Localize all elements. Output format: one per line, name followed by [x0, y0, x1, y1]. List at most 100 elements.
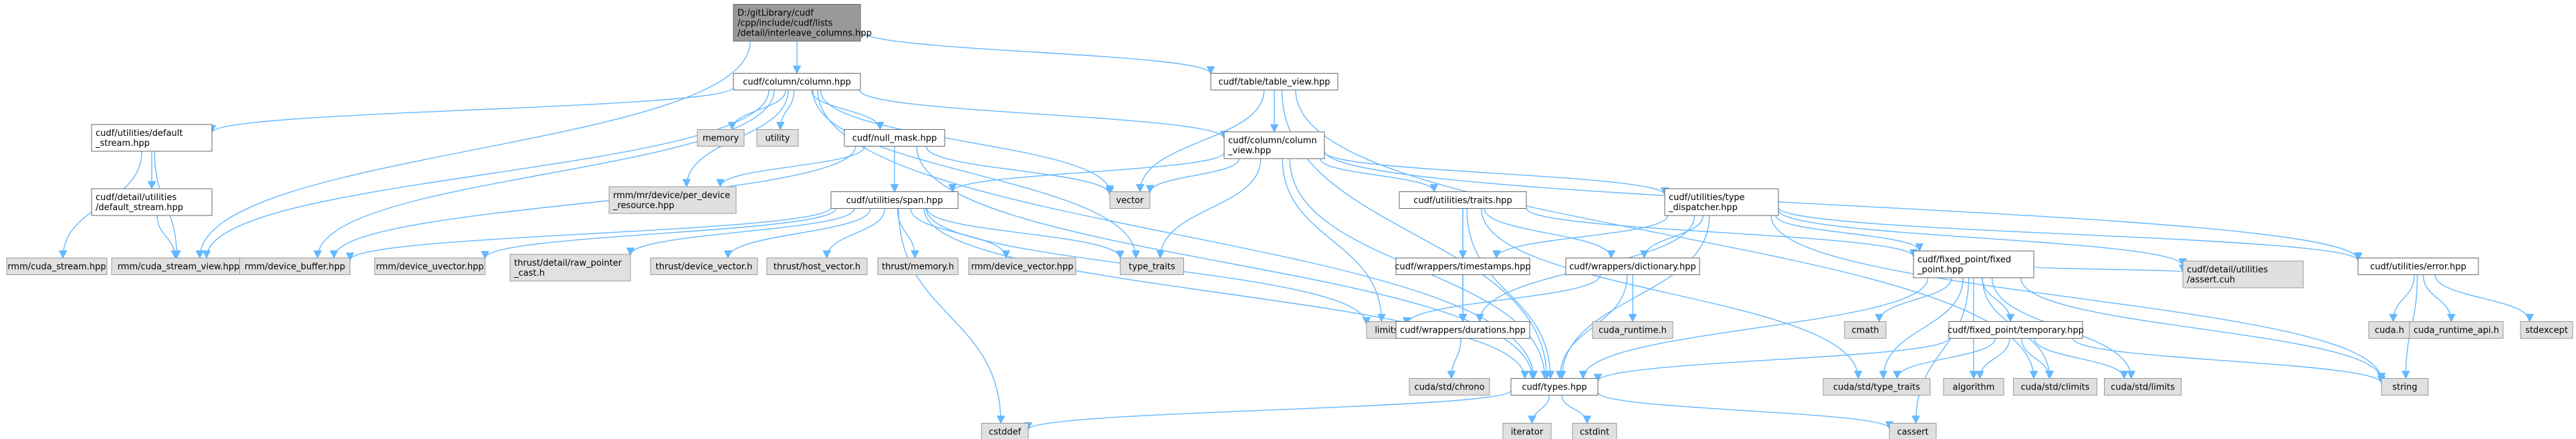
- edge-column_view-to-traits: [1320, 158, 1439, 193]
- node-label-line: cmath: [1851, 326, 1879, 336]
- node-label-line: /detail/interleave_columns.hpp: [737, 29, 872, 39]
- node-label-line: cudf/detail/utilities: [2187, 265, 2268, 275]
- node-label-line: cuda/std/climits: [2020, 383, 2089, 393]
- edge-column_view-to-span: [948, 152, 1225, 193]
- node-label-line: thrust/device_vector.h: [656, 262, 753, 272]
- node-label-line: thrust/detail/raw_pointer: [514, 258, 622, 268]
- node-label-line: cudf/utilities/error.hpp: [2370, 262, 2466, 272]
- edge-root-to-cuda_stream_view: [195, 41, 751, 259]
- node-box: [733, 4, 861, 41]
- node-fixed-point[interactable]: cudf/fixed_point/fixed_point.hpp: [1913, 250, 2034, 278]
- node-device-buffer: rmm/device_buffer.hpp: [239, 258, 350, 275]
- edge-types-to-cstddef: [1024, 389, 1512, 431]
- node-box: [650, 258, 758, 275]
- node-cassert: cassert: [1889, 423, 1937, 439]
- node-root[interactable]: D:/gitLibrary/cudf/cpp/include/cudf/list…: [733, 4, 872, 41]
- node-box: [1948, 321, 2083, 339]
- edge-temporary-to-algorithm: [1976, 338, 2010, 379]
- node-rmm-device-vector: rmm/device_vector.hpp: [968, 258, 1076, 275]
- edge-error-to-stdexcept: [2434, 274, 2534, 323]
- node-thrust-device-vector: thrust/device_vector.h: [650, 258, 758, 275]
- edge-type_dispatcher-to-assert_cuh: [1778, 209, 2188, 267]
- node-label-line: cudf/wrappers/timestamps.hpp: [1395, 262, 1530, 272]
- node-table-view[interactable]: cudf/table/table_view.hpp: [1210, 73, 1338, 90]
- node-type-dispatcher[interactable]: cudf/utilities/type_dispatcher.hpp: [1664, 188, 1779, 216]
- edge-traits-to-types: [1466, 208, 1555, 379]
- node-box: [1844, 321, 1887, 339]
- edge-column_view-to-error: [1324, 150, 2363, 261]
- edge-types-to-cassert: [1597, 391, 1894, 430]
- node-error[interactable]: cudf/utilities/error.hpp: [2357, 258, 2479, 275]
- node-null-mask[interactable]: cudf/null_mask.hpp: [844, 129, 945, 147]
- node-durations[interactable]: cudf/wrappers/durations.hpp: [1395, 321, 1530, 339]
- node-label-line: memory: [703, 134, 739, 144]
- edge-span-to-thrust_host_vector: [822, 208, 886, 259]
- node-label-line: cstdint: [1580, 428, 1609, 438]
- node-label-line: /cpp/include/cudf/lists: [737, 19, 833, 29]
- edge-column_view-to-type_dispatcher: [1324, 151, 1669, 196]
- node-utility: utility: [756, 129, 799, 147]
- node-detail-default-stream[interactable]: cudf/detail/utilities/default_stream.hpp: [91, 188, 213, 216]
- node-box: [877, 258, 959, 275]
- node-box: [1889, 423, 1937, 439]
- node-temporary[interactable]: cudf/fixed_point/temporary.hpp: [1948, 321, 2084, 339]
- node-dictionary[interactable]: cudf/wrappers/dictionary.hpp: [1565, 258, 1700, 275]
- edge-column_hpp-to-device_buffer: [313, 90, 775, 259]
- node-label-line: cudf/utilities/span.hpp: [846, 196, 943, 206]
- node-cuda-std-type-traits: cuda/std/type_traits: [1823, 378, 1931, 396]
- node-label-line: cudf/null_mask.hpp: [852, 134, 937, 144]
- edge-fixed_point-to-assert_cuh: [2033, 264, 2187, 273]
- node-label-line: _cast.h: [513, 268, 545, 278]
- node-box: [1210, 73, 1338, 90]
- edge-error-to-cuda_runtime_api: [2422, 274, 2456, 323]
- node-type-traits: type_traits: [1120, 258, 1184, 275]
- node-cmath: cmath: [1844, 321, 1887, 339]
- edge-type_dispatcher-to-timestamps: [1492, 215, 1669, 259]
- node-label-line: cudf/types.hpp: [1522, 383, 1587, 393]
- node-box: [1223, 131, 1325, 159]
- edge-fixed_point-to-cassert: [1911, 277, 1970, 424]
- edge-column_hpp-to-vector: [820, 90, 1115, 194]
- node-label-line: rmm/mr/device/per_device: [613, 191, 730, 201]
- node-box: [2381, 378, 2429, 396]
- node-cuda-stream: rmm/cuda_stream.hpp: [6, 258, 108, 275]
- node-cuda-std-limits: cuda/std/limits: [2104, 378, 2182, 396]
- edge-temporary-to-cuda_std_limits: [2034, 338, 2129, 379]
- edge-fixed_point-to-cmath: [1875, 277, 1952, 323]
- node-box: [1502, 423, 1552, 439]
- node-label-line: _point.hpp: [1917, 265, 1964, 275]
- node-label-line: rmm/cuda_stream.hpp: [7, 262, 106, 272]
- node-column-view[interactable]: cudf/column/column_view.hpp: [1223, 131, 1325, 159]
- node-traits[interactable]: cudf/utilities/traits.hpp: [1399, 191, 1527, 209]
- node-stdexcept: stdexcept: [2520, 321, 2573, 339]
- node-span[interactable]: cudf/utilities/span.hpp: [830, 191, 959, 209]
- node-box: [830, 191, 959, 209]
- edge-fixed_point-to-types: [1578, 277, 1929, 379]
- edge-types-to-cstdint: [1561, 395, 1592, 424]
- node-label-line: cudf/utilities/type: [1669, 193, 1745, 203]
- node-cuda-h: cuda.h: [2368, 321, 2411, 339]
- node-label-line: cudf/detail/utilities: [96, 193, 177, 203]
- node-timestamps[interactable]: cudf/wrappers/timestamps.hpp: [1395, 258, 1531, 275]
- node-label-line: cuda_runtime_api.h: [2414, 326, 2499, 336]
- node-label-line: cuda/std/type_traits: [1833, 383, 1920, 393]
- node-label-line: rmm/device_vector.hpp: [971, 262, 1074, 272]
- node-algorithm: algorithm: [1943, 378, 2004, 396]
- node-default-stream[interactable]: cudf/utilities/default_stream.hpp: [91, 124, 213, 152]
- edge-column_hpp-to-type_traits: [812, 90, 1141, 259]
- edge-column_hpp-to-cuda_stream_view: [202, 90, 770, 259]
- node-label-line: cuda_runtime.h: [1599, 326, 1667, 336]
- edge-temporary-to-climits: [2021, 338, 2054, 379]
- node-label-line: cudf/column/column: [1228, 136, 1317, 146]
- node-label-line: cudf/table/table_view.hpp: [1219, 78, 1330, 88]
- node-box: [2409, 321, 2504, 339]
- node-raw-pointer-cast: thrust/detail/raw_pointer_cast.h: [509, 254, 631, 282]
- node-column-hpp[interactable]: cudf/column/column.hpp: [733, 73, 861, 90]
- node-types[interactable]: cudf/types.hpp: [1510, 378, 1599, 396]
- node-label-line: cudf/fixed_point/fixed: [1917, 255, 2011, 265]
- edge-span-to-device_buffer: [346, 207, 832, 262]
- node-label-line: cstddef: [989, 428, 1022, 438]
- node-box: [91, 124, 213, 152]
- edge-span-to-cstddef: [898, 208, 1006, 424]
